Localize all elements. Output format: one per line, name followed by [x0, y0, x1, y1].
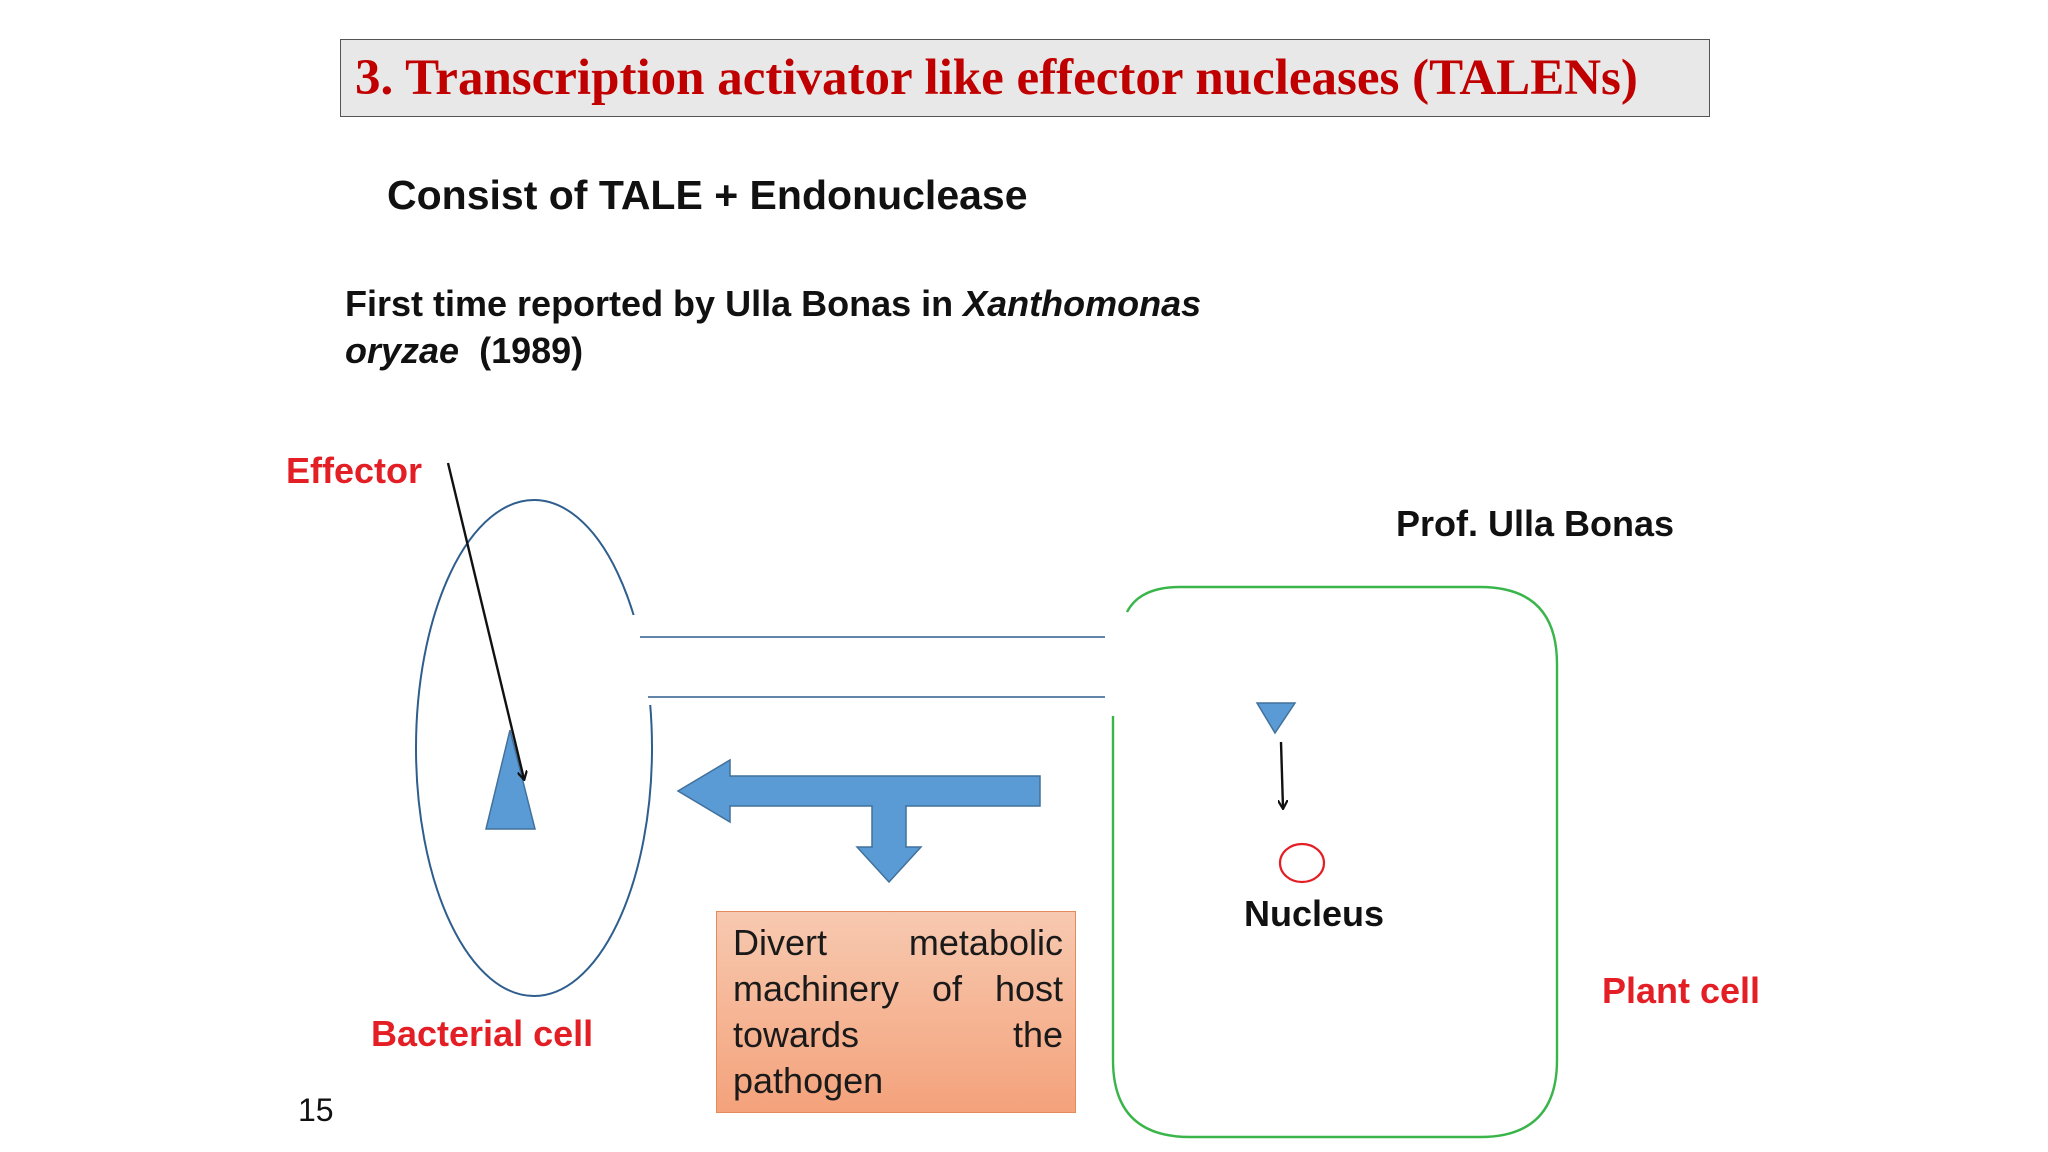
plant-cell-outline [1111, 585, 1559, 1139]
slide-title: 3. Transcription activator like effector… [355, 50, 1638, 106]
nucleus-label: Nucleus [1244, 893, 1385, 934]
effector-triangle-icon [485, 729, 536, 830]
nucleus-circle-icon [1278, 842, 1326, 884]
divert-info-box: Divert metabolic machinery of host towar… [716, 911, 1076, 1113]
subtitle: Consist of TALE + Endonuclease [387, 172, 1028, 218]
divert-info-text: Divert metabolic machinery of host towar… [733, 922, 1063, 1101]
genus-name: Xanthomonas [963, 283, 1202, 324]
prof-label: Prof. Ulla Bonas [1396, 503, 1675, 544]
title-box: 3. Transcription activator like effector… [340, 39, 1710, 117]
species-name: oryzae [345, 330, 460, 371]
reported-prefix: First time reported by Ulla Bonas in [345, 283, 964, 324]
page-number: 15 [298, 1092, 334, 1128]
bacterial-cell-outline [415, 499, 653, 997]
plant-cell-label: Plant cell [1602, 970, 1761, 1011]
reported-year: (1989) [479, 330, 584, 371]
effector-pointer-arrow [446, 462, 524, 779]
bacterial-cell-label: Bacterial cell [371, 1013, 594, 1054]
divert-block-arrow [676, 758, 1041, 884]
reported-statement: First time reported by Ulla Bonas in Xan… [345, 280, 1201, 374]
effector-label: Effector [286, 450, 423, 491]
nucleus-arrow [1281, 741, 1283, 808]
effector-in-plant-icon [1255, 702, 1297, 735]
